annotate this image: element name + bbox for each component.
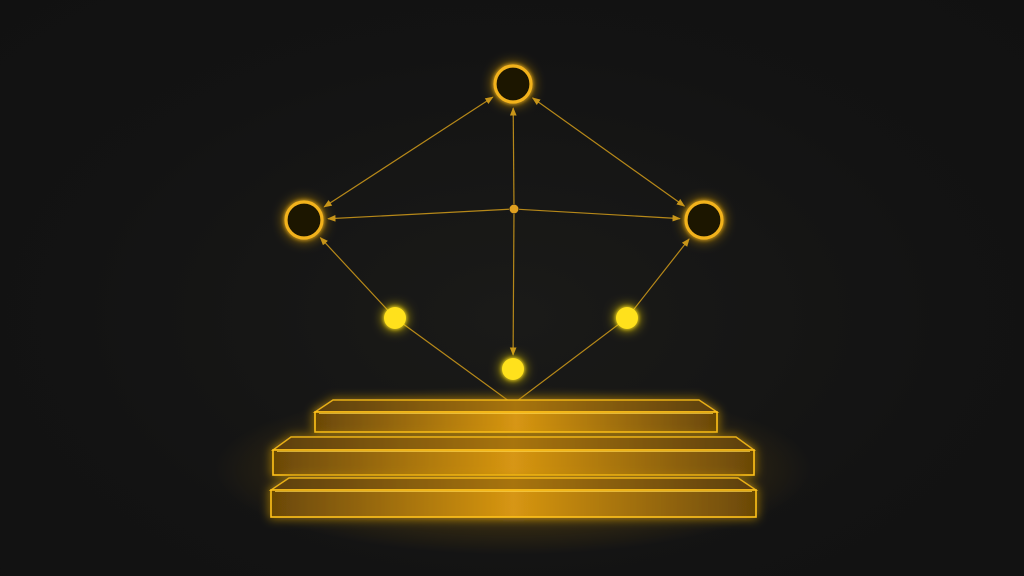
connector-right-ring-to-top-ring bbox=[531, 97, 686, 207]
center-dot-node bbox=[502, 358, 524, 380]
connector-platform-apex-to-left-ring bbox=[319, 236, 514, 405]
connector-hub-to-top-ring bbox=[509, 107, 517, 205]
stepped-platform bbox=[213, 385, 813, 555]
connector-platform-apex-to-right-ring bbox=[512, 238, 690, 405]
left-dot-node bbox=[384, 307, 406, 329]
connector-hub-to-right-ring bbox=[518, 208, 681, 222]
platform-tier-3 bbox=[268, 477, 759, 518]
top-ring-node bbox=[493, 64, 533, 104]
platform-tier-1 bbox=[312, 399, 720, 433]
hub-junction bbox=[509, 204, 519, 214]
right-ring-node bbox=[684, 200, 724, 240]
connector-lines bbox=[319, 96, 690, 405]
diagram-nodes bbox=[284, 64, 724, 380]
right-dot-node bbox=[616, 307, 638, 329]
connector-left-ring-to-top-ring bbox=[323, 96, 494, 208]
connector-hub-to-left-ring bbox=[327, 208, 510, 222]
connector-hub-to-center-dot bbox=[509, 213, 517, 356]
left-ring-node bbox=[284, 200, 324, 240]
platform-tier-2 bbox=[270, 436, 757, 476]
